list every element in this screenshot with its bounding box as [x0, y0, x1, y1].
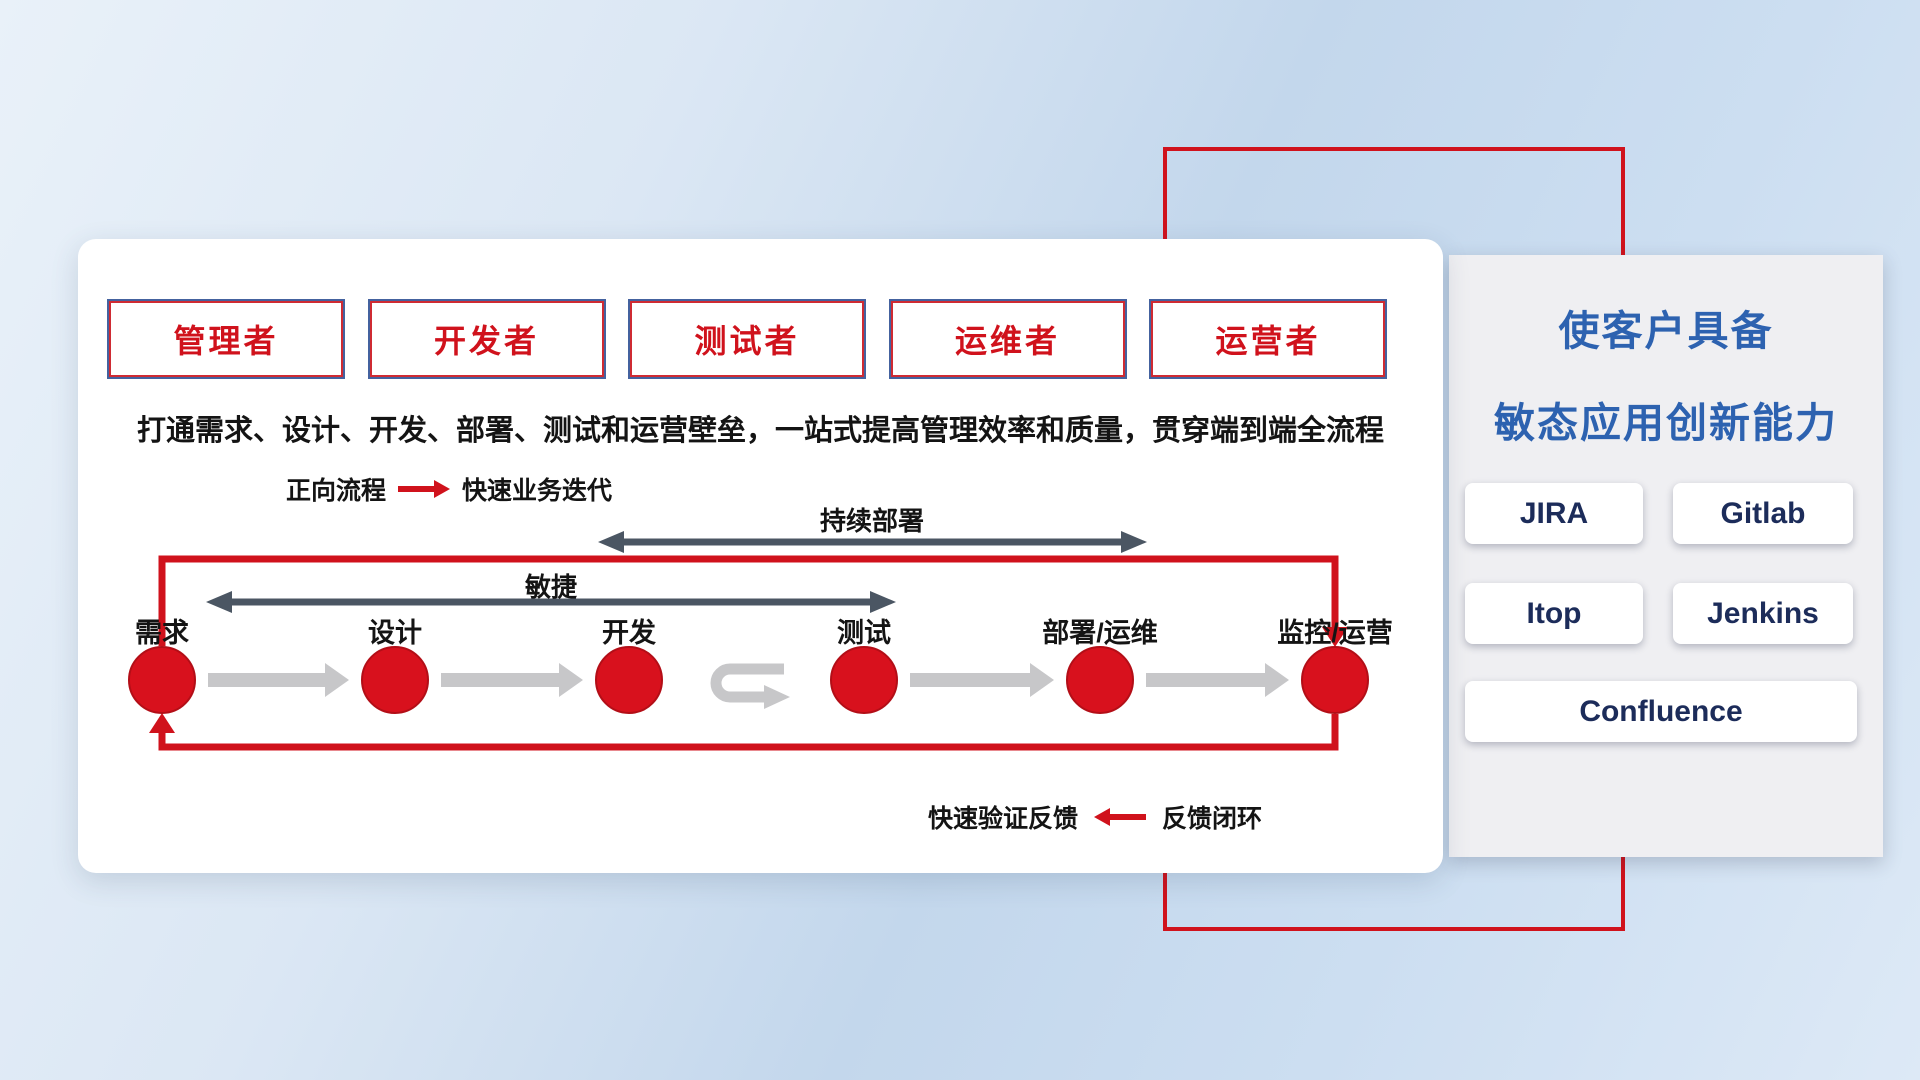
panel-title-line2: 敏态应用创新能力: [1494, 400, 1838, 446]
forward-loop-line: [158, 555, 1348, 647]
node-label-monitor-op: 监控/运营: [1277, 618, 1393, 648]
continuous-deploy-arrow: [598, 531, 1147, 553]
tool-badge-confluence: Confluence: [1465, 681, 1857, 742]
feedback-arrow-icon: [1094, 808, 1147, 826]
flow-diagram: [128, 531, 1369, 751]
feedback-legend: 快速验证反馈 反馈闭环: [928, 799, 1262, 835]
feedback-loop-label: 反馈闭环: [1162, 805, 1263, 833]
role-box-manager: 管理者: [107, 299, 345, 379]
flow-node-monitor-op: [1301, 646, 1369, 714]
forward-arrow-icon: [398, 480, 451, 498]
role-box-tester: 测试者: [628, 299, 866, 379]
forward-flow-legend: 正向流程 快速业务迭代: [286, 471, 612, 507]
node-label-requirements: 需求: [135, 618, 189, 648]
forward-flow-desc: 快速业务迭代: [462, 477, 613, 505]
flow-node-develop: [595, 646, 663, 714]
node-label-design: 设计: [368, 618, 422, 648]
flow-node-deploy-ops: [1066, 646, 1134, 714]
step-arrow-1: [208, 663, 349, 697]
feedback-loop-line: [149, 713, 1339, 751]
flow-node-requirements: [128, 646, 196, 714]
node-label-test: 测试: [837, 618, 891, 648]
role-box-ops: 运维者: [888, 299, 1127, 379]
devops-flow-card: 管理者 开发者 测试者 运维者 运营者 打通需求、设计、开发、部署、测试和运营壁…: [78, 239, 1443, 873]
step-arrow-2: [441, 663, 583, 697]
agile-label: 敏捷: [524, 572, 577, 602]
feedback-fast-label: 快速验证反馈: [928, 805, 1079, 833]
role-box-developer: 开发者: [367, 299, 606, 379]
forward-flow-label: 正向流程: [286, 477, 387, 505]
iteration-arrow-icon: [710, 663, 790, 709]
step-arrow-3: [910, 663, 1054, 697]
tool-badge-jira: JIRA: [1465, 483, 1643, 544]
node-label-develop: 开发: [602, 618, 656, 648]
panel-title-line1: 使客户具备: [1558, 308, 1774, 354]
roles-row: 管理者 开发者 测试者 运维者 运营者: [107, 299, 1387, 379]
node-label-deploy-ops: 部署/运维: [1042, 618, 1158, 648]
tool-badge-gitlab: Gitlab: [1673, 483, 1853, 544]
agile-arrow: [206, 591, 896, 613]
continuous-deploy-label: 持续部署: [819, 506, 924, 536]
capability-panel: 使客户具备 敏态应用创新能力 JIRA Gitlab Itop Jenkins …: [1449, 255, 1883, 857]
tool-badge-jenkins: Jenkins: [1673, 583, 1853, 644]
role-box-operator: 运营者: [1149, 299, 1387, 379]
tool-badge-itop: Itop: [1465, 583, 1643, 644]
flow-node-design: [361, 646, 429, 714]
card-subtitle: 打通需求、设计、开发、部署、测试和运营壁垒，一站式提高管理效率和质量，贯穿端到端…: [136, 415, 1384, 447]
step-arrow-4: [1146, 663, 1289, 697]
flow-node-test: [830, 646, 898, 714]
